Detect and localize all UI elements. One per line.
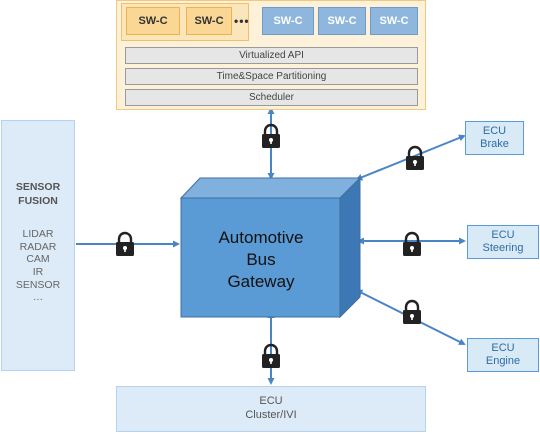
gateway-side-face [339, 176, 361, 319]
ecu-engine-line1: ECU [491, 342, 515, 355]
ecu-brake: ECU Brake [465, 121, 524, 155]
ecu-engine: ECU Engine [467, 338, 539, 372]
sensor-fusion-title-line: SENSOR [15, 181, 61, 193]
sensor-item: SENSOR [15, 278, 61, 291]
sensor-item: IR [32, 266, 44, 279]
padlock-icon [116, 231, 134, 256]
padlock-icon [262, 123, 280, 148]
ellipsis-dots: ••• [234, 14, 250, 28]
sensor-list: LIDAR RADAR CAM IR SENSOR … [16, 228, 60, 304]
swc-box: SW-C [318, 7, 366, 35]
padlock-icon [403, 231, 421, 256]
ecu-brake-line1: ECU [482, 125, 507, 138]
gateway-label: Automotive Bus Gateway [181, 222, 341, 298]
gateway-top-face [179, 177, 362, 199]
padlock-icon [262, 343, 280, 368]
sensor-item: … [32, 291, 44, 304]
ecu-cluster-line1: ECU [259, 395, 283, 408]
swc-box: SW-C [370, 7, 418, 35]
gateway-label-line: Automotive [218, 227, 304, 247]
sensor-item: LIDAR [22, 228, 54, 241]
gateway-label-line: Gateway [227, 272, 295, 292]
ecu-steering-line1: ECU [491, 229, 515, 242]
padlock-icon [406, 145, 424, 170]
gateway-front-face [180, 197, 341, 318]
ecu-engine-line2: Engine [485, 355, 521, 367]
ecu-brake-line2: Brake [480, 138, 509, 150]
swc-box: SW-C [186, 7, 232, 35]
gateway-label-line: Bus [246, 249, 276, 269]
padlock-icon [403, 299, 421, 324]
sensor-item: CAM [26, 253, 50, 266]
ecu-cluster-ivi: ECU Cluster/IVI [116, 386, 426, 432]
ecu-steering-line2: Steering [482, 242, 524, 254]
ecu-cluster-line2: Cluster/IVI [245, 409, 297, 421]
sensor-item: RADAR [19, 240, 57, 253]
layer-time-space-partitioning: Time&Space Partitioning [125, 68, 418, 85]
gateway-cube [179, 176, 362, 319]
sensor-fusion-title: SENSOR FUSION [16, 181, 60, 208]
ecu-steering: ECU Steering [467, 225, 539, 259]
sensor-fusion-title-line: FUSION [18, 194, 58, 207]
swc-box: SW-C [126, 7, 180, 35]
swc-box: SW-C [262, 7, 314, 35]
sensor-fusion-panel: SENSOR FUSION LIDAR RADAR CAM IR SENSOR … [1, 120, 75, 371]
layer-virtualized-api: Virtualized API [125, 47, 418, 64]
layer-scheduler: Scheduler [125, 89, 418, 106]
